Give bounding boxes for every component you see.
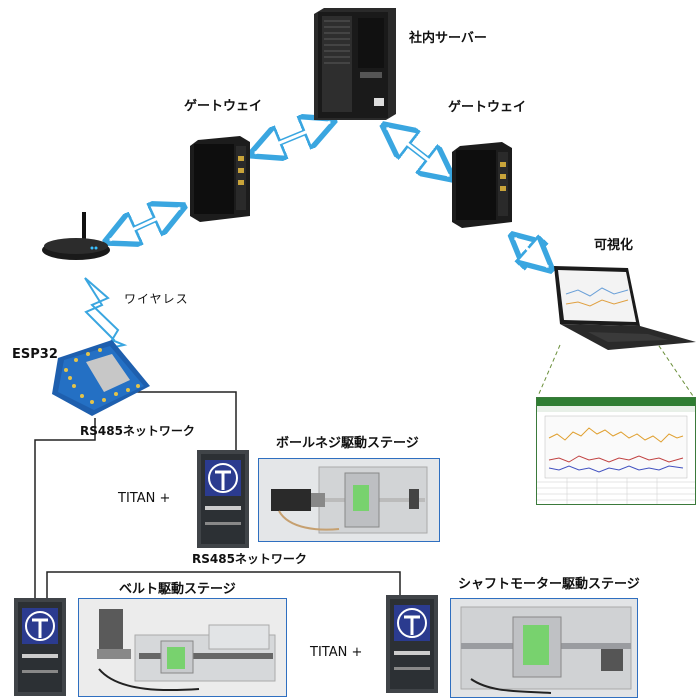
arrow-server-gateway-right xyxy=(387,128,449,176)
belt-stage-label: ベルト駆動ステージ xyxy=(119,582,236,597)
wifi-router-icon xyxy=(40,212,112,264)
wireless-label: ワイヤレス xyxy=(124,292,189,306)
gateway-box-icon xyxy=(190,136,254,222)
visualization-label: 可視化 xyxy=(594,238,634,253)
ballscrew-stage-label: ボールネジ駆動ステージ xyxy=(276,436,419,451)
titan-top-label: TITAN + xyxy=(118,491,171,506)
gateway-right-label: ゲートウェイ xyxy=(448,100,527,115)
titan-controller-icon xyxy=(14,598,69,696)
shaft-motor-stage-label: シャフトモーター駆動ステージ xyxy=(458,577,640,592)
ballscrew-stage-photo xyxy=(258,458,440,542)
titan-controller-icon xyxy=(386,595,441,693)
arrow-router-gateway-left xyxy=(110,208,180,240)
gateway-left-label: ゲートウェイ xyxy=(184,99,263,114)
server-tower-icon xyxy=(314,8,396,120)
esp32-board-icon xyxy=(52,340,152,418)
rs485-top-label: RS485ネットワーク xyxy=(80,424,195,438)
esp32-label: ESP32 xyxy=(12,347,58,362)
spreadsheet-chart-image xyxy=(536,397,696,505)
gateway-box-icon xyxy=(452,142,516,228)
arrow-gateway-left-server xyxy=(255,122,330,153)
belt-stage-photo xyxy=(78,598,287,697)
laptop-icon xyxy=(548,264,698,352)
shaft-motor-stage-photo xyxy=(450,598,638,698)
titan-controller-icon xyxy=(197,450,252,548)
rs485-wiring xyxy=(34,391,401,598)
titan-bottom-label: TITAN + xyxy=(310,645,363,660)
rs485-bottom-label: RS485ネットワーク xyxy=(192,552,307,566)
server-label: 社内サーバー xyxy=(409,31,487,46)
wireless-signal-icon xyxy=(84,277,128,350)
arrow-gateway-right-laptop xyxy=(515,238,548,267)
